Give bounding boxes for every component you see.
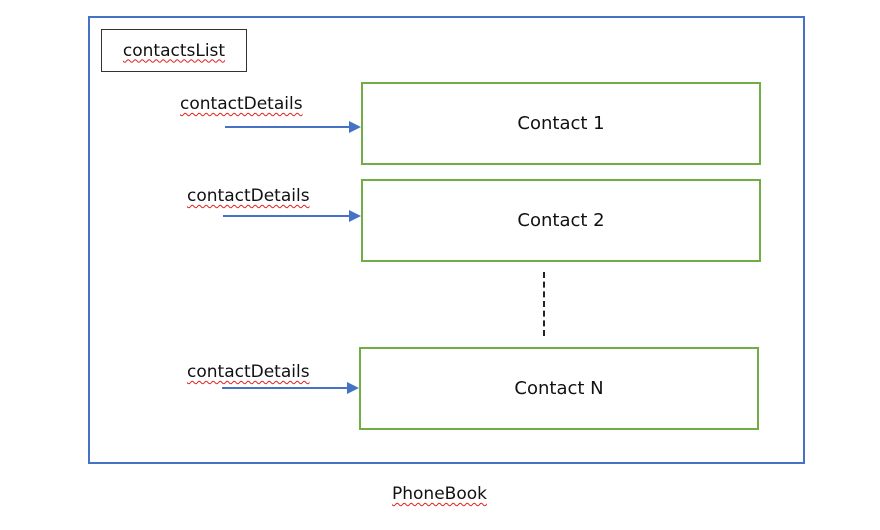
phonebook-caption: PhoneBook — [392, 484, 487, 504]
contact-label-1: Contact 1 — [517, 113, 605, 134]
contact-label-n: Contact N — [514, 378, 604, 399]
contact-box-n: Contact N — [359, 347, 759, 430]
contact-box-2: Contact 2 — [361, 179, 761, 262]
contact-details-arrow-n — [222, 381, 359, 395]
contact-box-1: Contact 1 — [361, 82, 761, 165]
contacts-list-label-box: contactsList — [101, 29, 247, 72]
contact-details-arrow-1 — [225, 120, 361, 134]
contact-details-arrow-2 — [223, 209, 361, 223]
contact-details-label-2: contactDetails — [187, 186, 310, 206]
contact-details-label-1: contactDetails — [180, 94, 303, 114]
phonebook-container — [88, 16, 805, 464]
contact-label-2: Contact 2 — [517, 210, 605, 231]
contact-details-label-n: contactDetails — [187, 362, 310, 382]
dashed-continuation-line — [543, 272, 545, 336]
contacts-list-label: contactsList — [122, 40, 226, 61]
